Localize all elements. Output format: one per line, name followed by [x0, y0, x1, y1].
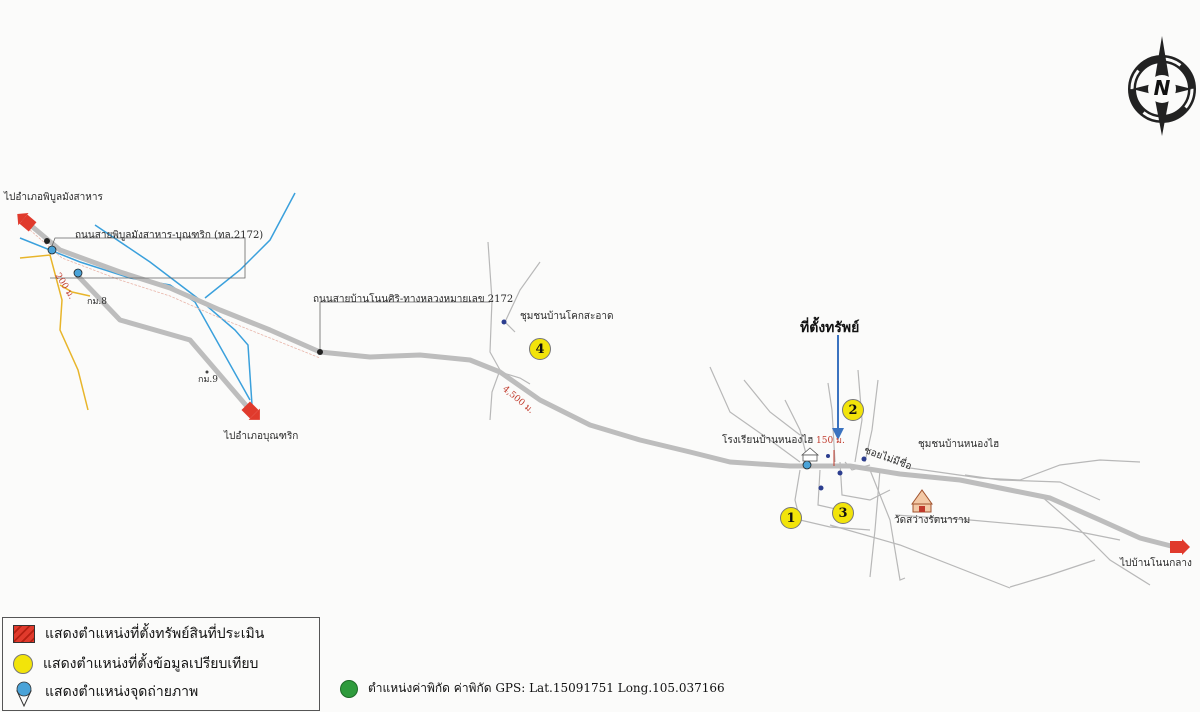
- label-community-nonghai: ชุมชนบ้านหนองไฮ: [918, 439, 1000, 450]
- endpoint-arrow-nonklang: [1170, 539, 1190, 555]
- location-dot: [826, 454, 830, 458]
- location-dot: [861, 456, 867, 462]
- comparison-marker-4[interactable]: 4: [529, 338, 551, 360]
- label-to-phibun: ไปอำเภอพิบูลมังสาหาร: [4, 192, 103, 203]
- comparison-marker-3[interactable]: 3: [832, 502, 854, 524]
- comparison-marker-2[interactable]: 2: [842, 399, 864, 421]
- junction-dot: [317, 349, 323, 355]
- location-dot: [837, 470, 843, 476]
- comparison-marker-1[interactable]: 1: [780, 507, 802, 529]
- leader-line: [319, 301, 490, 352]
- map-legend: แสดงตำแหน่งที่ตั้งทรัพย์สินที่ประเมิน แส…: [2, 617, 320, 711]
- legend-item-comparison: แสดงตำแหน่งที่ตั้งข้อมูลเปรียบเทียบ: [13, 653, 258, 675]
- property-arrow-head: [832, 428, 844, 440]
- minor-roads: [487, 241, 1151, 589]
- endpoint-arrow-phibun: [17, 213, 37, 232]
- km-post-dot: [205, 370, 209, 374]
- label-school: โรงเรียนบ้านหนองไฮ: [722, 435, 814, 446]
- compass-icon: [1128, 36, 1196, 136]
- stream-line: [59, 284, 91, 297]
- camera-pin-icon: [73, 268, 83, 278]
- compass-north-label: N: [1153, 76, 1171, 100]
- label-dist-150: 150 ม.: [816, 436, 845, 446]
- river-line: [204, 192, 296, 299]
- label-to-buntharik: ไปอำเภอบุณฑริก: [224, 431, 299, 442]
- camera-pin-icon: [47, 245, 57, 255]
- camera-pin-icon: [802, 460, 812, 470]
- property-location-title: ที่ตั้งทรัพย์: [800, 320, 860, 336]
- green-circle-icon: [340, 679, 358, 698]
- stream-line: [19, 254, 89, 411]
- legend-item-photo: แสดงตำแหน่งจุดถ่ายภาพ: [13, 681, 199, 708]
- label-road-nonsiri: ถนนสายบ้านโนนศิริ-ทางหลวงหมายเลข 2172: [313, 294, 514, 305]
- temple-icon: [911, 489, 933, 513]
- label-community-khoksa-at: ชุมชนบ้านโคกสะอาด: [520, 311, 614, 322]
- camera-pin-icon: [13, 681, 35, 708]
- legend-label: แสดงตำแหน่งที่ตั้งข้อมูลเปรียบเทียบ: [43, 656, 259, 672]
- gps-label: ตำแหน่งค่าพิกัด ค่าพิกัด GPS: Lat.150917…: [368, 681, 725, 695]
- north-compass: N: [1126, 34, 1198, 138]
- yellow-circle-icon: [13, 654, 33, 674]
- location-dot: [818, 485, 824, 491]
- gps-note: ตำแหน่งค่าพิกัด ค่าพิกัด GPS: Lat.150917…: [340, 679, 725, 698]
- label-temple: วัดสว่างรัตนาราม: [894, 515, 971, 526]
- legend-label: แสดงตำแหน่งที่ตั้งทรัพย์สินที่ประเมิน: [45, 626, 265, 642]
- label-to-nonklang: ไปบ้านโนนกลาง: [1120, 558, 1192, 569]
- leader-line: [50, 237, 246, 279]
- label-km8: กม.8: [87, 297, 107, 307]
- hatched-red-square-icon: [13, 625, 35, 643]
- junction-dot: [44, 238, 50, 244]
- label-road-2172: ถนนสายพิบูลมังสาหาร-บุณฑริก (ทล.2172): [75, 230, 264, 241]
- main-road: [19, 215, 1178, 550]
- label-km9: กม.9: [198, 375, 218, 385]
- school-icon: [800, 447, 820, 462]
- legend-item-property: แสดงตำแหน่งที่ตั้งทรัพย์สินที่ประเมิน: [13, 623, 264, 645]
- river-line: [94, 224, 253, 406]
- location-dot: [501, 319, 507, 325]
- legend-label: แสดงตำแหน่งจุดถ่ายภาพ: [45, 684, 199, 700]
